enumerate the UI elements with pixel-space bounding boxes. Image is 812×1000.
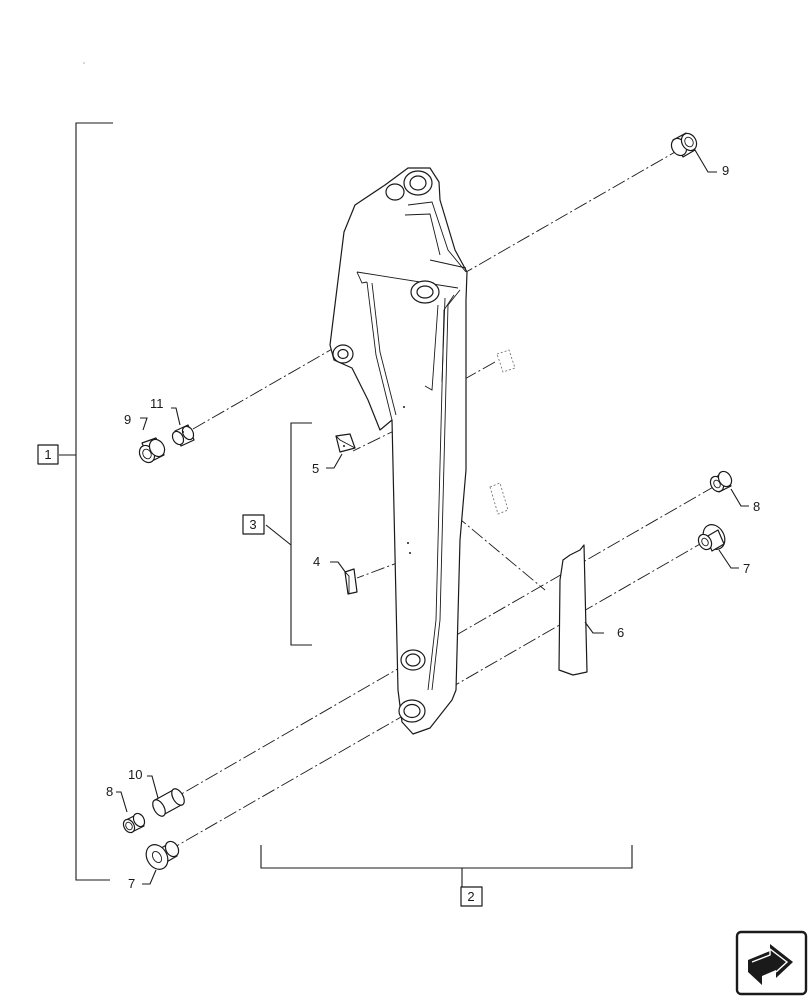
part-4-pad[interactable]: [344, 568, 358, 595]
boom-outline: [329, 167, 468, 735]
box-label-3: 3: [249, 517, 256, 532]
box-item-2[interactable]: [460, 886, 483, 907]
callout-7-left: 7: [128, 876, 135, 891]
next-page-arrow-icon[interactable]: [735, 930, 808, 996]
side-pin-bore: [337, 348, 349, 360]
part-10-bushing[interactable]: [150, 787, 187, 819]
callout-8-left: 8: [106, 784, 113, 799]
callout-10: 10: [128, 767, 142, 782]
part-6-wear-plate[interactable]: [558, 544, 588, 676]
callout-9-top: 9: [722, 163, 729, 178]
part-7-left-bushing[interactable]: [142, 839, 181, 873]
leader-lines: [116, 149, 749, 885]
box-item-1[interactable]: [37, 444, 59, 465]
part-9-top-bushing[interactable]: [668, 131, 699, 159]
bracket-assembly-3: 3: [242, 422, 312, 646]
box-label-2: 2: [467, 889, 474, 904]
boom-arm: [329, 167, 468, 735]
callout-labels: 9 9 11 5 4 8 7 6 10 8 7: [106, 163, 760, 891]
lower-bore-upper: [405, 653, 421, 667]
boom-foot-bore: [409, 175, 427, 191]
callout-8-right: 8: [753, 499, 760, 514]
part-7-right-bushing[interactable]: [696, 521, 729, 554]
callout-4: 4: [313, 554, 320, 569]
part-8-right-bushing[interactable]: [708, 469, 734, 494]
box-item-3[interactable]: [242, 514, 265, 535]
lower-bore-lower: [403, 703, 421, 719]
boom-side-boss: [385, 183, 405, 201]
callout-6: 6: [617, 625, 624, 640]
hidden-pads: [489, 349, 516, 515]
bracket-assembly-2: 2: [260, 845, 633, 907]
arm-pivot-bore: [416, 285, 434, 299]
callout-9-left: 9: [124, 412, 131, 427]
box-label-1: 1: [44, 447, 51, 462]
part-11-bushing[interactable]: [170, 424, 196, 447]
callout-7-right: 7: [743, 561, 750, 576]
part-5-pad[interactable]: [335, 433, 356, 453]
callout-11: 11: [150, 396, 164, 411]
part-8-left-bushing[interactable]: [121, 811, 147, 834]
callout-5: 5: [312, 461, 319, 476]
bracket-assembly-1: 1: [37, 122, 113, 881]
part-9-left-bushing[interactable]: [136, 437, 167, 466]
